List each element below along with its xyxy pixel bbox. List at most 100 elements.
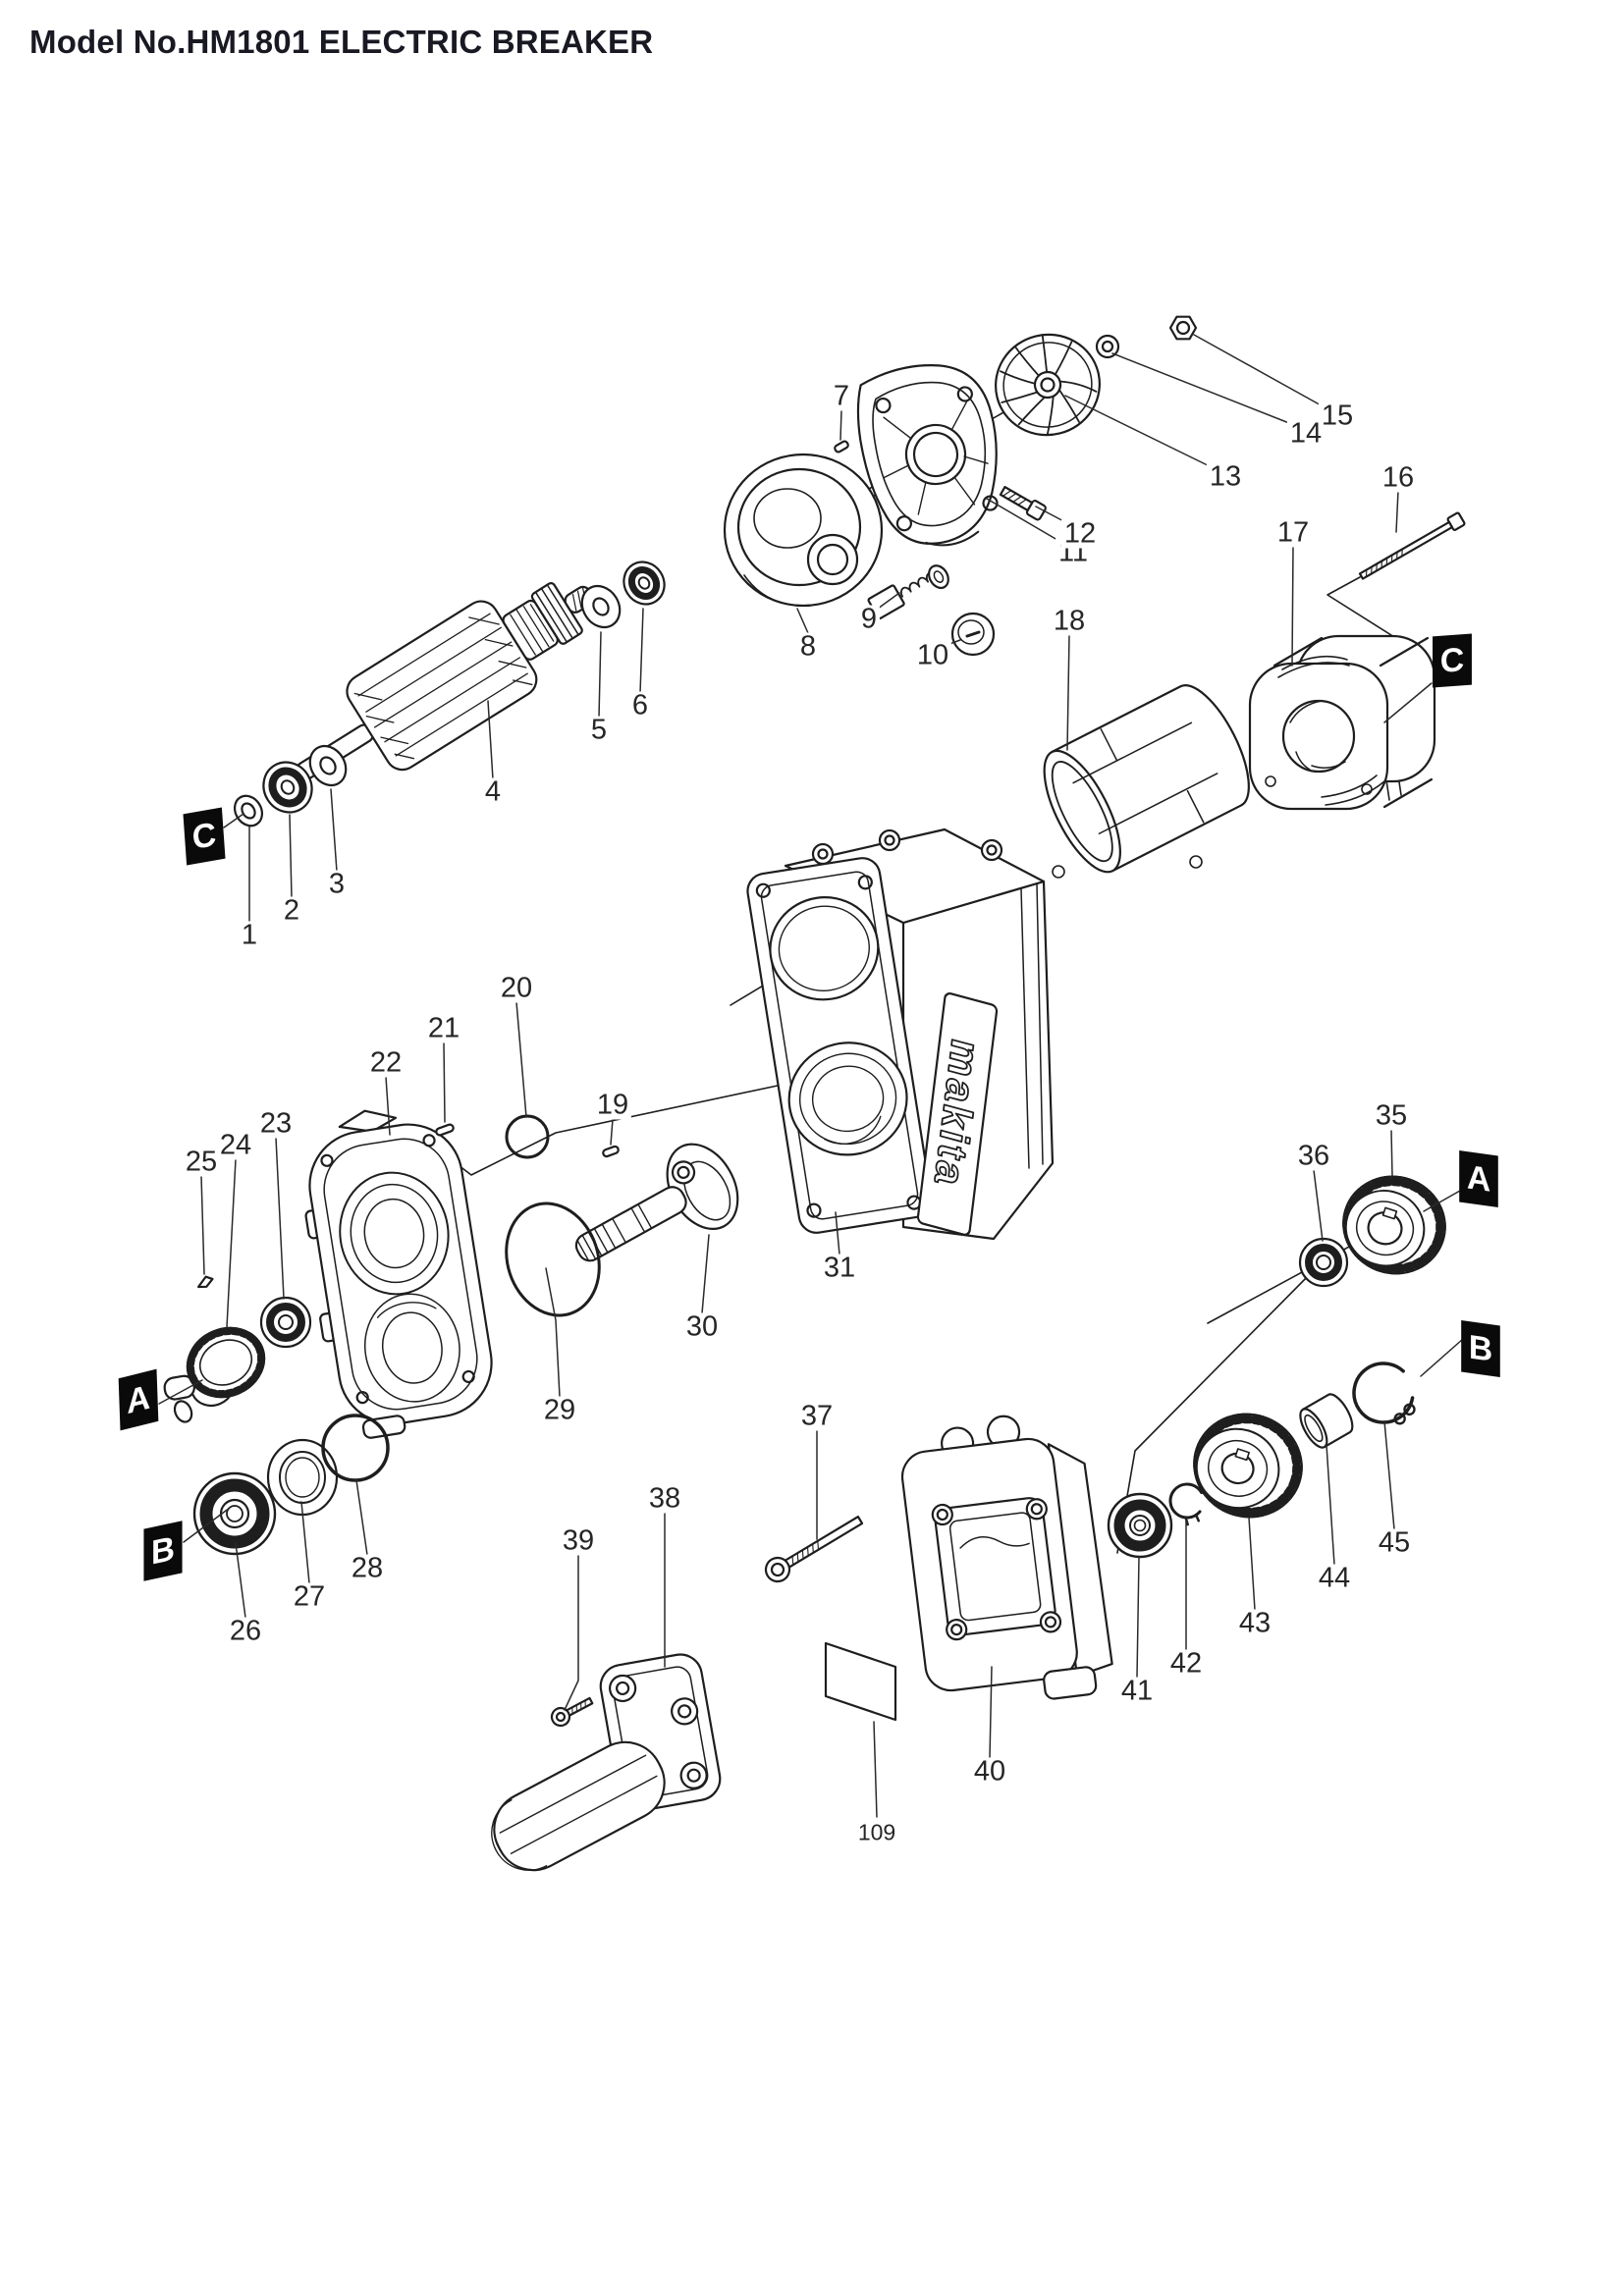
part-label-45: 45 — [1375, 1528, 1414, 1558]
part-label-2: 2 — [280, 896, 303, 926]
part-label-23: 23 — [256, 1109, 296, 1139]
part-label-17: 17 — [1273, 518, 1313, 548]
part-label-44: 44 — [1315, 1564, 1354, 1593]
handle-drawing — [491, 1653, 722, 1872]
spur-gear-43-drawing — [1193, 1413, 1303, 1519]
brush-cap-drawing — [950, 612, 996, 657]
screw-39-drawing — [550, 1696, 594, 1728]
leader-line — [1248, 1517, 1256, 1611]
leader-line — [200, 1175, 205, 1275]
leader-line — [289, 814, 293, 899]
bearing-23-drawing — [259, 1296, 312, 1349]
leader-line — [1193, 334, 1326, 408]
spacer-44-drawing — [1299, 1393, 1354, 1449]
leader-line — [183, 1507, 231, 1543]
part-label-25: 25 — [182, 1148, 221, 1177]
leader-line — [1390, 1129, 1393, 1177]
name-plate-drawing — [824, 1641, 897, 1722]
armature-drawing — [233, 561, 666, 828]
part-label-30: 30 — [682, 1312, 722, 1342]
o-ring-28-drawing — [321, 1414, 390, 1482]
leader-line — [385, 1076, 391, 1136]
leader-line — [1313, 1169, 1324, 1242]
leader-line — [796, 608, 809, 634]
leader-line — [1291, 546, 1294, 667]
leader-line — [235, 1542, 246, 1619]
leader-line — [1066, 634, 1070, 751]
leader-line — [839, 409, 842, 441]
leader-line — [223, 813, 244, 828]
part-label-19: 19 — [593, 1091, 632, 1120]
part-label-13: 13 — [1206, 462, 1245, 492]
fan-drawing — [995, 315, 1198, 437]
housing-screw-bosses — [811, 828, 1003, 866]
pin-7-drawing — [834, 440, 849, 454]
leader-line — [1383, 682, 1433, 723]
screw-12-drawing — [999, 486, 1047, 521]
leader-line — [610, 1118, 614, 1146]
motor-housing-drawing: makita — [746, 828, 1055, 1241]
part-label-3: 3 — [325, 870, 349, 899]
ref-marker-a: A — [1459, 1149, 1498, 1208]
leader-line — [1395, 490, 1399, 533]
pin-19-drawing — [602, 1145, 620, 1158]
ref-marker-b: B — [1461, 1319, 1500, 1378]
ref-marker-a: A — [118, 1368, 159, 1431]
leader-line — [275, 1137, 285, 1300]
leader-line — [487, 700, 494, 780]
leader-line — [639, 608, 644, 694]
leader-line — [1326, 1444, 1335, 1566]
part-label-4: 4 — [481, 777, 505, 807]
part-label-42: 42 — [1166, 1649, 1206, 1679]
crank-shaft-drawing — [574, 1143, 739, 1262]
part-label-29: 29 — [540, 1396, 579, 1425]
part-label-1: 1 — [238, 921, 261, 950]
part-label-40: 40 — [970, 1757, 1009, 1787]
o-ring-29-drawing — [505, 1201, 601, 1317]
leader-line — [1383, 1420, 1395, 1530]
part-label-10: 10 — [913, 641, 952, 670]
oil-seal-27-drawing — [266, 1438, 339, 1517]
leader-line — [226, 1158, 237, 1328]
part-label-24: 24 — [216, 1131, 255, 1160]
leader-line — [877, 592, 900, 610]
part-label-27: 27 — [290, 1582, 329, 1612]
ref-marker-c: C — [1433, 633, 1472, 688]
part-label-36: 36 — [1294, 1142, 1333, 1171]
leader-line — [300, 1501, 310, 1584]
page-title: Model No.HM1801 ELECTRIC BREAKER — [29, 24, 654, 60]
bolt-16-drawing — [1358, 511, 1466, 580]
leader-line — [1423, 1190, 1461, 1212]
leader-line — [1111, 352, 1295, 426]
leader-line — [545, 1267, 561, 1398]
bolt-37-drawing — [764, 1515, 864, 1583]
bearing-retainer-drawing — [856, 364, 1047, 547]
ref-marker-b: B — [143, 1521, 183, 1581]
part-label-26: 26 — [226, 1617, 265, 1646]
pin-25-drawing — [196, 1275, 214, 1289]
leader-line — [158, 1379, 203, 1405]
part-label-39: 39 — [559, 1526, 598, 1556]
part-label-41: 41 — [1117, 1677, 1157, 1706]
ref-marker-c: C — [183, 807, 226, 866]
bearing-36-drawing — [1298, 1237, 1349, 1288]
part-label-14: 14 — [1286, 419, 1326, 449]
snap-ring-45-drawing — [1352, 1362, 1416, 1425]
part-label-18: 18 — [1050, 607, 1089, 636]
leader-line — [835, 1211, 840, 1255]
part-label-20: 20 — [497, 974, 536, 1003]
leader-line — [355, 1479, 368, 1556]
part-label-5: 5 — [587, 716, 611, 745]
part-label-21: 21 — [424, 1014, 463, 1043]
part-label-28: 28 — [348, 1554, 387, 1583]
part-label-16: 16 — [1379, 463, 1418, 493]
field-stator-drawing — [1248, 634, 1436, 811]
leader-line — [986, 498, 1063, 544]
spur-gear-35-drawing — [1342, 1175, 1446, 1275]
part-label-8: 8 — [796, 632, 820, 662]
inner-housing-drawing — [900, 1415, 1113, 1700]
part-label-12: 12 — [1060, 519, 1100, 549]
leader-line — [443, 1041, 446, 1123]
leader-line — [564, 1554, 579, 1711]
